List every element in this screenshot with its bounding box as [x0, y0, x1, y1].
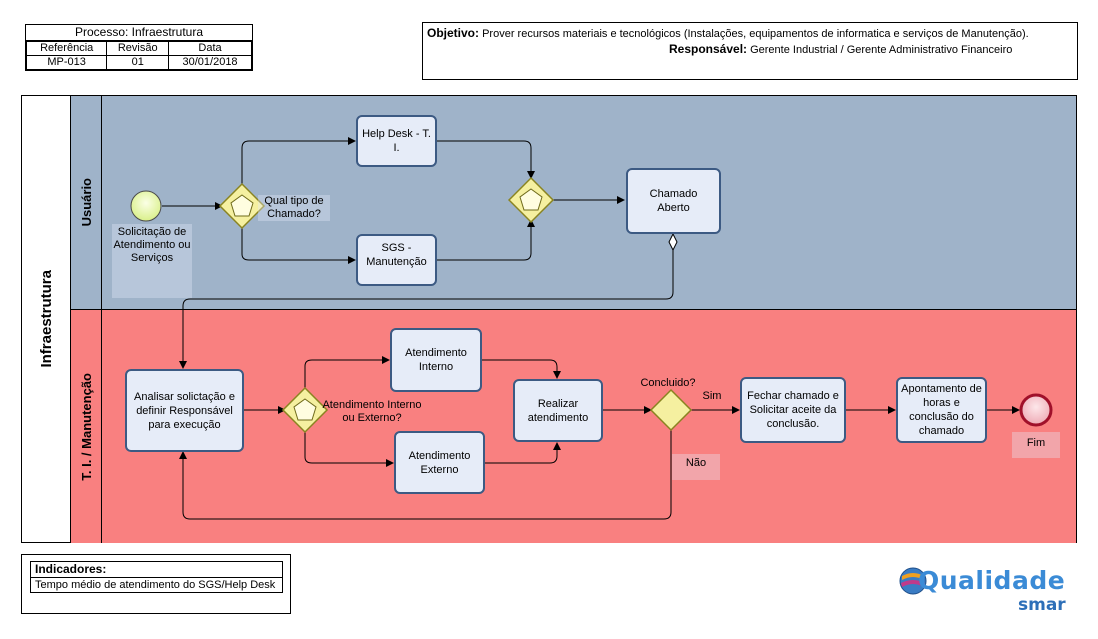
flow-externo-to-realizar	[485, 442, 561, 464]
ref-header-referencia: Referência	[25, 41, 108, 56]
task-sgs-manutencao-label: SGS - Manutenção	[366, 242, 427, 268]
task-sgs-manutencao[interactable]: SGS - Manutenção	[356, 234, 437, 286]
reference-table: Referência Revisão Data MP-013 01 30/01/…	[25, 41, 252, 70]
flow-interno-to-realizar	[482, 359, 561, 379]
flow-label-nao: Não	[672, 454, 720, 480]
objetivo-text: Prover recursos materiais e tecnológicos…	[482, 28, 1029, 40]
flow-gateway-to-interno	[304, 356, 390, 390]
flow-chamado-to-analisar	[179, 250, 674, 369]
objective-box: Objetivo: Prover recursos materiais e te…	[422, 22, 1078, 80]
gateway-interno-externo	[281, 386, 329, 434]
process-reference-box: Processo: Infraestrutura Referência Revi…	[25, 24, 253, 71]
task-fechar-chamado-label: Fechar chamado e Solicitar aceite da con…	[747, 390, 839, 430]
objetivo-label: Objetivo:	[427, 26, 480, 40]
task-atendimento-interno[interactable]: Atendimento Interno	[390, 328, 482, 392]
flow-gateway-to-helpdesk	[241, 137, 356, 186]
conditional-flow-marker	[668, 232, 678, 252]
end-event-label: Fim	[1012, 432, 1060, 458]
lane-usuario-header: Usuário	[71, 96, 102, 309]
task-realizar-atendimento[interactable]: Realizar atendimento	[513, 379, 603, 442]
task-analisar-solicitacao-label: Analisar solictação e definir Responsáve…	[134, 390, 235, 431]
ref-value-revisao: 01	[106, 55, 170, 70]
indicators-title: Indicadores:	[31, 562, 282, 578]
gateway-merge	[507, 176, 555, 224]
task-chamado-aberto-label: Chamado Aberto	[649, 188, 698, 214]
flow-label-sim: Sim	[702, 390, 722, 402]
flow-gateway-to-sgs	[241, 226, 356, 264]
process-title: Processo: Infraestrutura	[26, 25, 252, 41]
task-apontamento-horas[interactable]: Apontamento de horas e conclusão do cham…	[896, 377, 987, 443]
flow-helpdesk-to-merge	[437, 140, 535, 179]
lane-ti-header: T. I. / Manutenção	[71, 310, 102, 543]
gateway-concluido-label: Concluido?	[640, 377, 696, 389]
responsavel-label: Responsável:	[669, 42, 748, 56]
flow-gateway-to-externo	[304, 430, 394, 467]
gateway-tipo-chamado	[218, 182, 266, 230]
start-event	[130, 190, 162, 222]
task-fechar-chamado[interactable]: Fechar chamado e Solicitar aceite da con…	[740, 377, 846, 443]
gateway-interno-externo-label: Atendimento Interno ou Externo?	[322, 399, 422, 424]
ref-value-data: 30/01/2018	[168, 55, 252, 70]
task-chamado-aberto[interactable]: Chamado Aberto	[626, 168, 721, 234]
logo-qualidade-smar: Qualidade smar	[898, 564, 1078, 616]
gateway-concluido	[649, 388, 693, 432]
task-analisar-solicitacao[interactable]: Analisar solictação e definir Responsáve…	[125, 369, 244, 452]
task-realizar-atendimento-label: Realizar atendimento	[527, 397, 589, 424]
logo-sub-text: smar	[1018, 595, 1066, 615]
logo-globe-icon	[899, 567, 927, 595]
responsavel-text: Gerente Industrial / Gerente Administrat…	[750, 44, 1013, 56]
end-event	[1019, 393, 1053, 427]
start-event-label: Solicitação de Atendimento ou Serviços	[112, 224, 192, 298]
indicators-box: Indicadores: Tempo médio de atendimento …	[21, 554, 291, 614]
logo-main-text: Qualidade	[918, 566, 1066, 595]
task-atendimento-interno-label: Atendimento Interno	[405, 347, 467, 373]
task-help-desk-ti[interactable]: Help Desk - T. I.	[356, 115, 437, 167]
ref-value-referencia: MP-013	[25, 55, 108, 70]
pool-header: Infraestrutura	[22, 96, 71, 542]
task-apontamento-horas-label: Apontamento de horas e conclusão do cham…	[901, 383, 982, 437]
task-atendimento-externo[interactable]: Atendimento Externo	[394, 431, 485, 494]
flow-concluido-nao	[179, 430, 672, 520]
flow-sgs-to-merge	[437, 219, 535, 261]
task-atendimento-externo-label: Atendimento Externo	[408, 449, 471, 476]
indicators-text: Tempo médio de atendimento do SGS/Help D…	[35, 579, 276, 591]
task-help-desk-ti-label: Help Desk - T. I.	[362, 128, 431, 154]
gateway-tipo-chamado-label: Qual tipo de Chamado?	[258, 195, 330, 221]
